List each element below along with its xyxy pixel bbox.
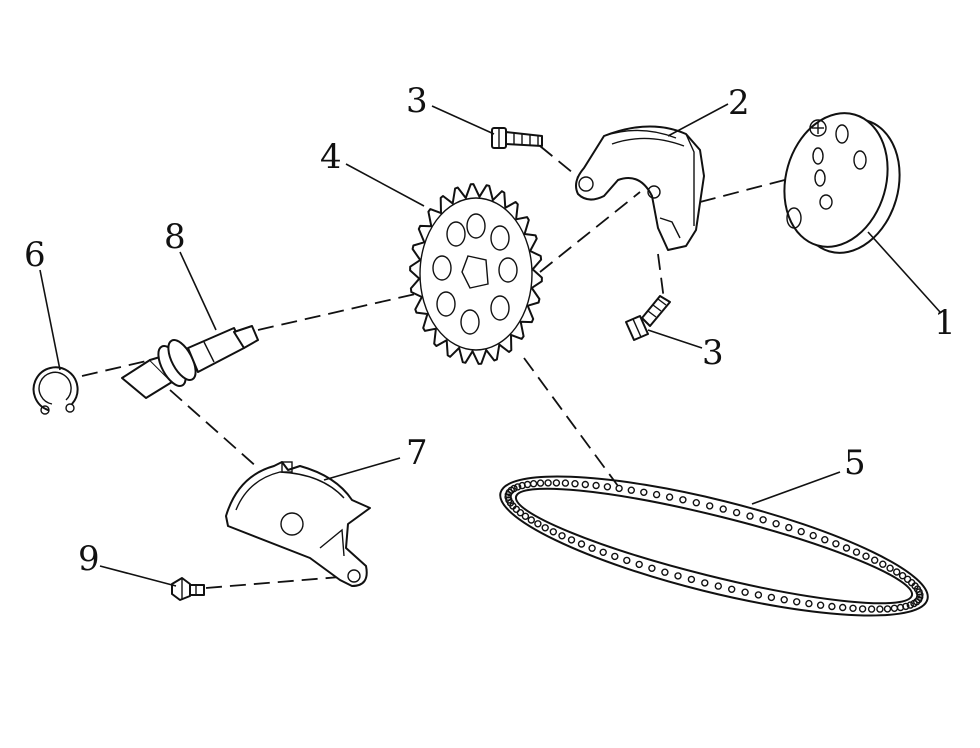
part-8-shaft xyxy=(121,325,259,399)
callout-7: 7 xyxy=(406,433,428,473)
assembly-lines xyxy=(81,145,801,589)
part-5-chain xyxy=(499,475,929,617)
part-3-bolt-lower xyxy=(625,295,671,341)
callout-3-lower: 3 xyxy=(702,333,724,373)
callout-9: 9 xyxy=(78,539,100,579)
callout-1: 1 xyxy=(934,303,956,343)
part-3-bolt-upper xyxy=(491,127,543,149)
part-7-lower-guide xyxy=(225,461,371,587)
callout-6: 6 xyxy=(24,235,46,275)
part-2-upper-guide xyxy=(575,125,705,251)
callout-3-upper: 3 xyxy=(406,81,428,121)
leader-lines xyxy=(39,103,941,587)
callout-8: 8 xyxy=(164,217,186,257)
callout-5: 5 xyxy=(844,443,866,483)
part-6-circlip xyxy=(32,366,79,415)
callout-2: 2 xyxy=(728,83,750,123)
part-9-bolt xyxy=(171,577,205,601)
part-4-sprocket xyxy=(409,183,543,365)
callout-labels: 1 2 3 3 4 5 6 7 8 9 xyxy=(24,81,956,579)
callout-4: 4 xyxy=(320,137,342,177)
part-1-hub xyxy=(783,112,901,254)
